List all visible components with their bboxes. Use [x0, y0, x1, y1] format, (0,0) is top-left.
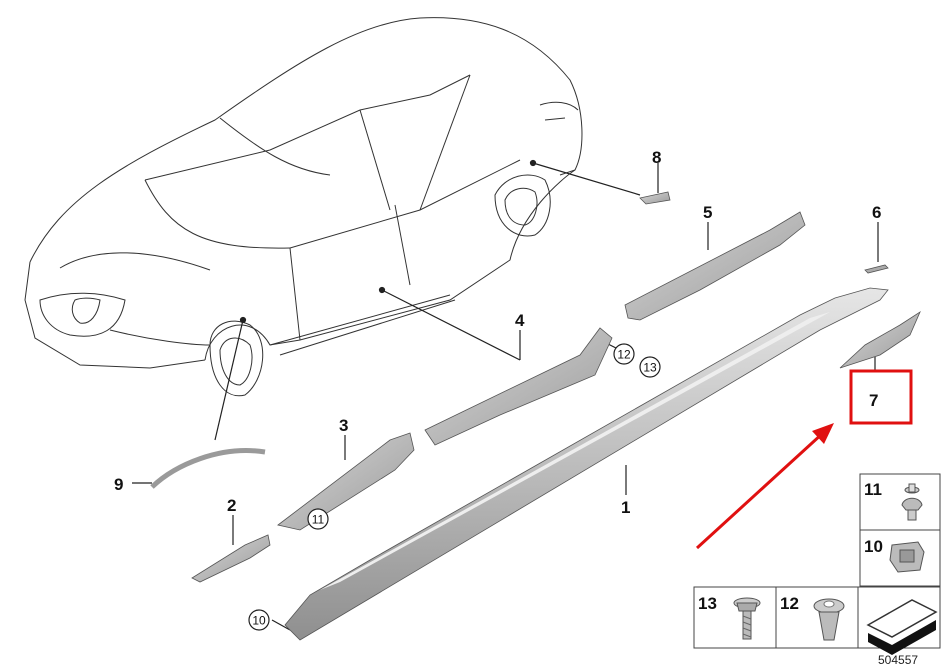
circle-label-12: 12 — [617, 348, 631, 362]
orientation-arrow-icon — [866, 599, 938, 655]
screw-icon — [733, 597, 761, 640]
push-rivet-icon — [901, 483, 923, 521]
car-outline — [24, 17, 583, 397]
fastener-box-13[interactable] — [693, 586, 777, 649]
side-skirt-part-1[interactable] — [284, 287, 889, 641]
fastener-label-10: 10 — [864, 537, 883, 556]
highlight-arrow — [695, 423, 834, 550]
fastener-labels: 11 10 13 12 — [698, 480, 883, 613]
clip-nut-icon — [889, 541, 925, 573]
bracket-part-2[interactable] — [191, 534, 271, 583]
label-2: 2 — [227, 496, 236, 515]
label-9: 9 — [114, 475, 123, 494]
diagram-number: 504557 — [878, 653, 918, 667]
fastener-label-12: 12 — [780, 594, 799, 613]
circle-label-10: 10 — [252, 614, 266, 628]
bracket-part-5[interactable] — [624, 211, 806, 321]
expansion-rivet-icon — [813, 598, 845, 641]
arch-trim-part-9[interactable] — [150, 448, 266, 489]
side-skirt-highlight — [320, 312, 830, 590]
label-8: 8 — [652, 148, 661, 167]
bracket-part-3[interactable] — [277, 432, 415, 531]
side-skirt-end-part-7[interactable] — [839, 310, 921, 369]
trim-strip-part-6[interactable] — [864, 264, 889, 274]
label-4: 4 — [515, 311, 525, 330]
bracket-part-4[interactable] — [424, 327, 613, 446]
circle-label-13: 13 — [643, 361, 657, 375]
label-3: 3 — [339, 416, 348, 435]
label-1: 1 — [621, 498, 630, 517]
highlight-box — [849, 369, 913, 425]
trim-piece-part-8[interactable] — [639, 191, 671, 205]
fastener-label-13: 13 — [698, 594, 717, 613]
label-5: 5 — [703, 203, 712, 222]
circled-labels: 11 12 13 10 — [248, 343, 661, 631]
part-labels: 1 2 3 4 5 6 7 8 9 — [114, 148, 881, 517]
label-7: 7 — [869, 391, 878, 410]
circle-label-11: 11 — [312, 513, 325, 527]
fastener-label-11: 11 — [864, 480, 882, 499]
label-6: 6 — [872, 203, 881, 222]
fastener-box-11[interactable] — [859, 473, 941, 531]
fastener-grid — [693, 473, 941, 649]
